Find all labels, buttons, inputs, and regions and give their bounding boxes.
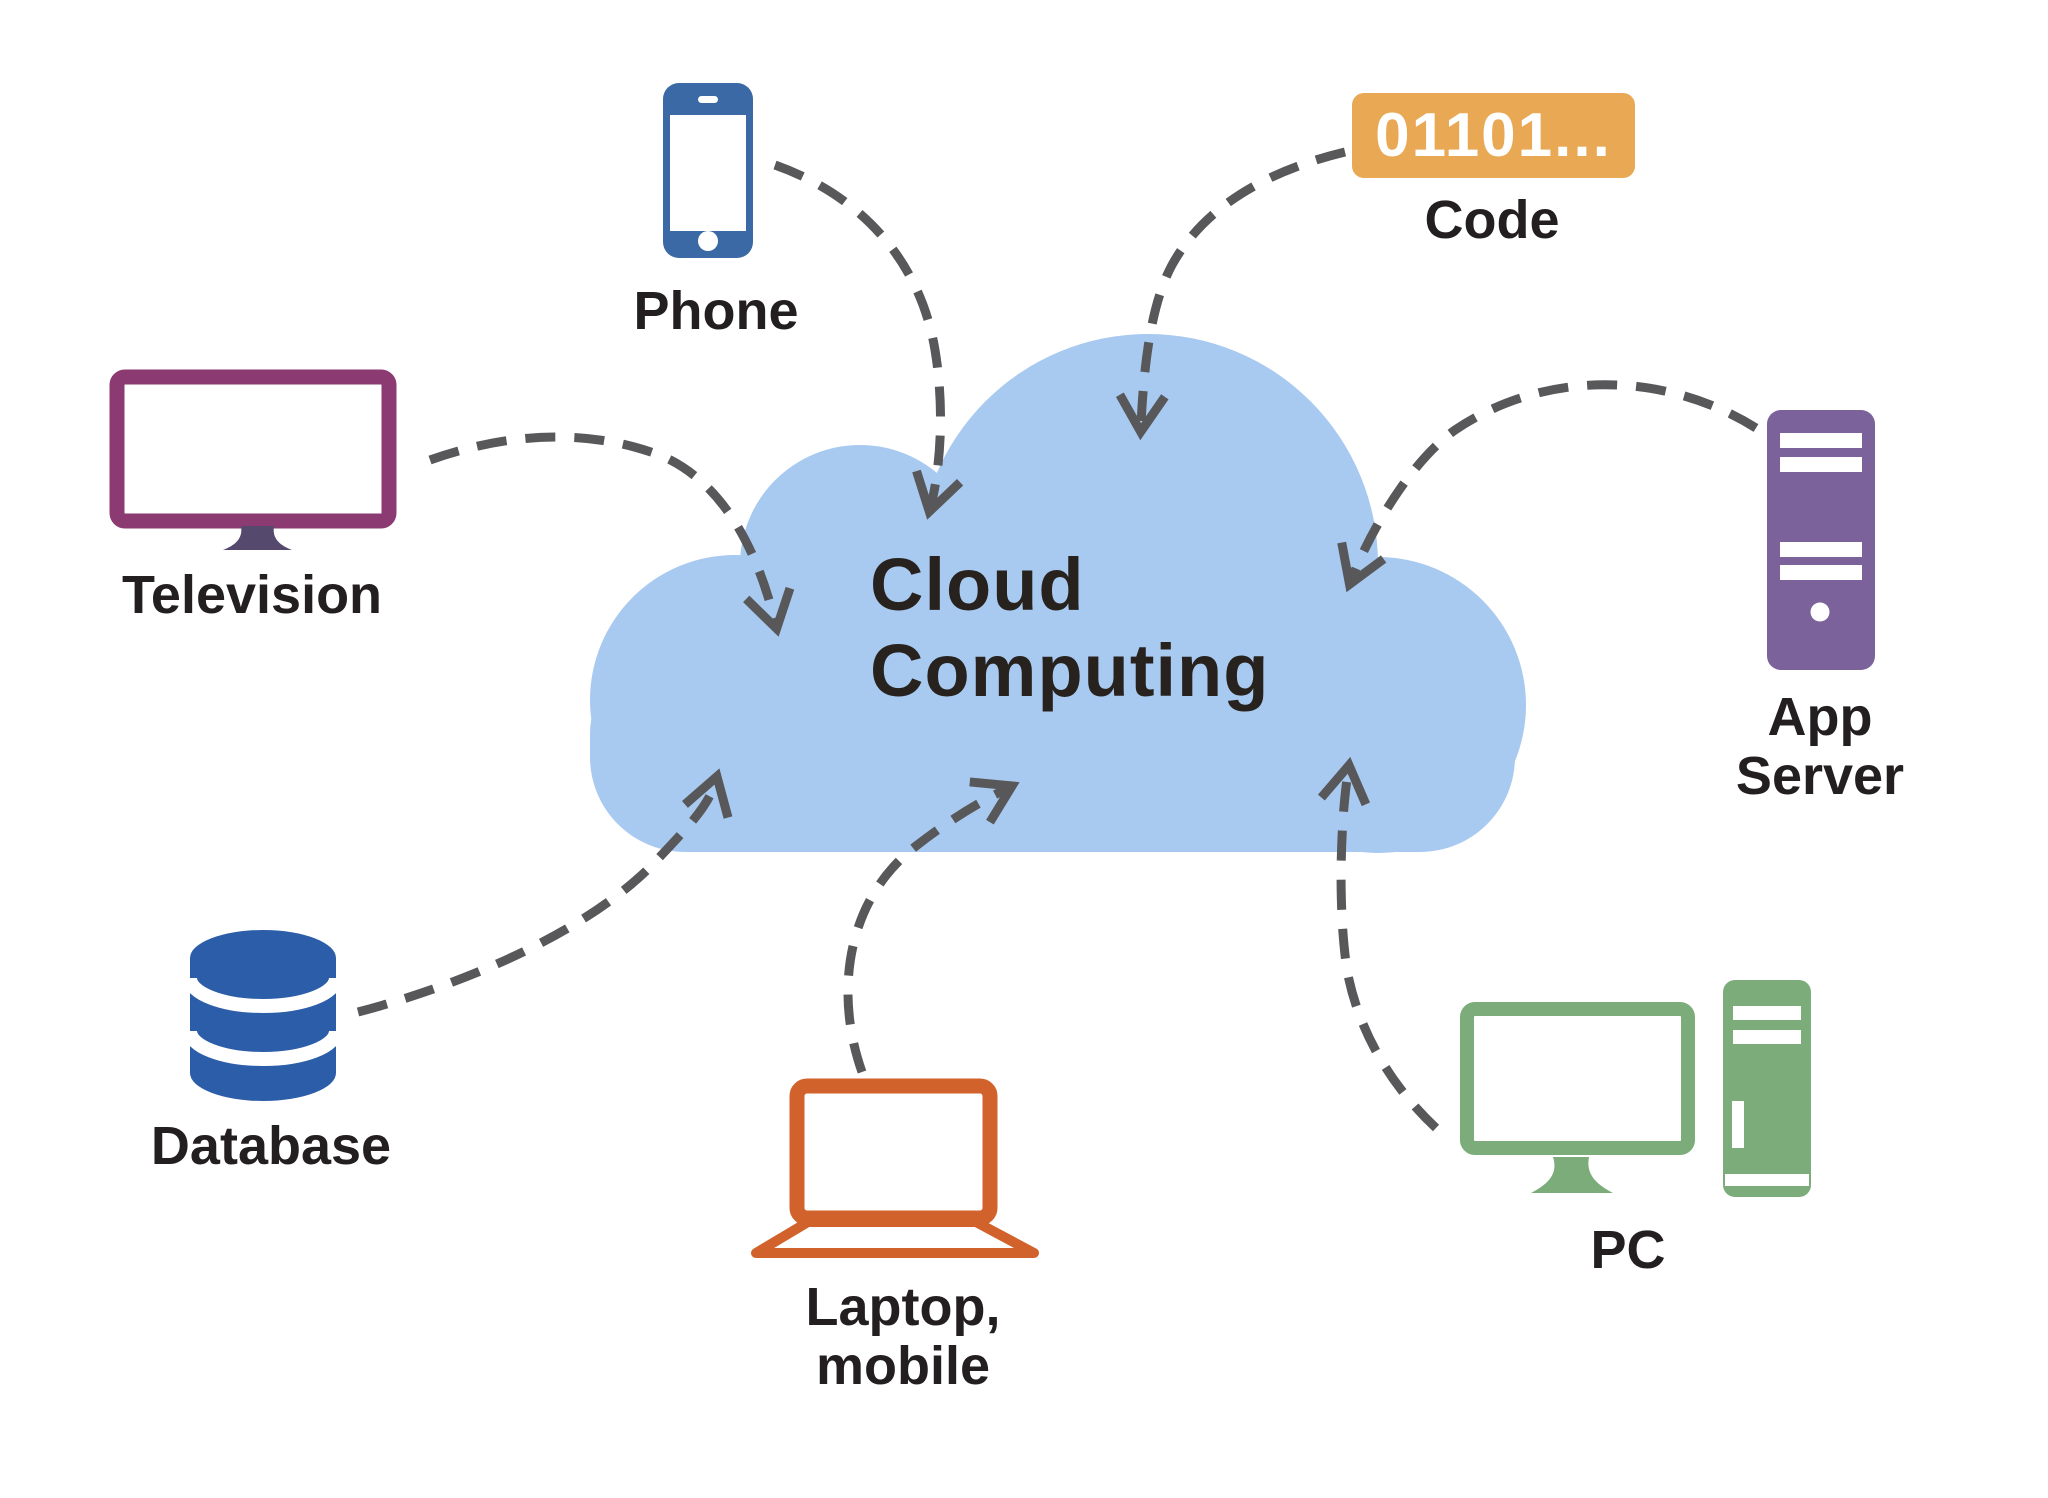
arrow-laptop-to-cloud xyxy=(843,777,1020,1074)
database-label: Database xyxy=(150,1116,392,1176)
cloud-shape xyxy=(590,334,1526,853)
arrow-database-to-cloud xyxy=(356,768,733,1017)
pc-icon xyxy=(1460,980,1811,1197)
arrow-code-to-cloud xyxy=(1115,147,1347,441)
cloud-title-line1: Cloud xyxy=(870,543,1085,626)
code-box: 01101... xyxy=(1352,93,1635,178)
app-server-label: App Server xyxy=(1735,687,1905,806)
app-server-icon xyxy=(1767,410,1875,670)
phone-label: Phone xyxy=(633,281,799,341)
cloud-title: Cloud Computing xyxy=(870,542,1269,714)
laptop-label: Laptop, mobile xyxy=(805,1277,1001,1396)
arrow-pc-to-cloud xyxy=(1317,756,1440,1132)
television-label: Television xyxy=(121,565,383,625)
arrow-phone-to-cloud xyxy=(773,160,964,520)
cloud-title-line2: Computing xyxy=(870,629,1270,712)
pc-label: PC xyxy=(1590,1220,1666,1280)
laptop-icon xyxy=(751,1078,1039,1258)
code-label: Code xyxy=(1424,190,1560,250)
code-box-text: 01101... xyxy=(1375,101,1612,170)
arrow-app-server-to-cloud xyxy=(1337,380,1759,593)
television-icon xyxy=(109,369,397,550)
phone-icon xyxy=(663,83,753,258)
database-icon xyxy=(188,930,338,1101)
